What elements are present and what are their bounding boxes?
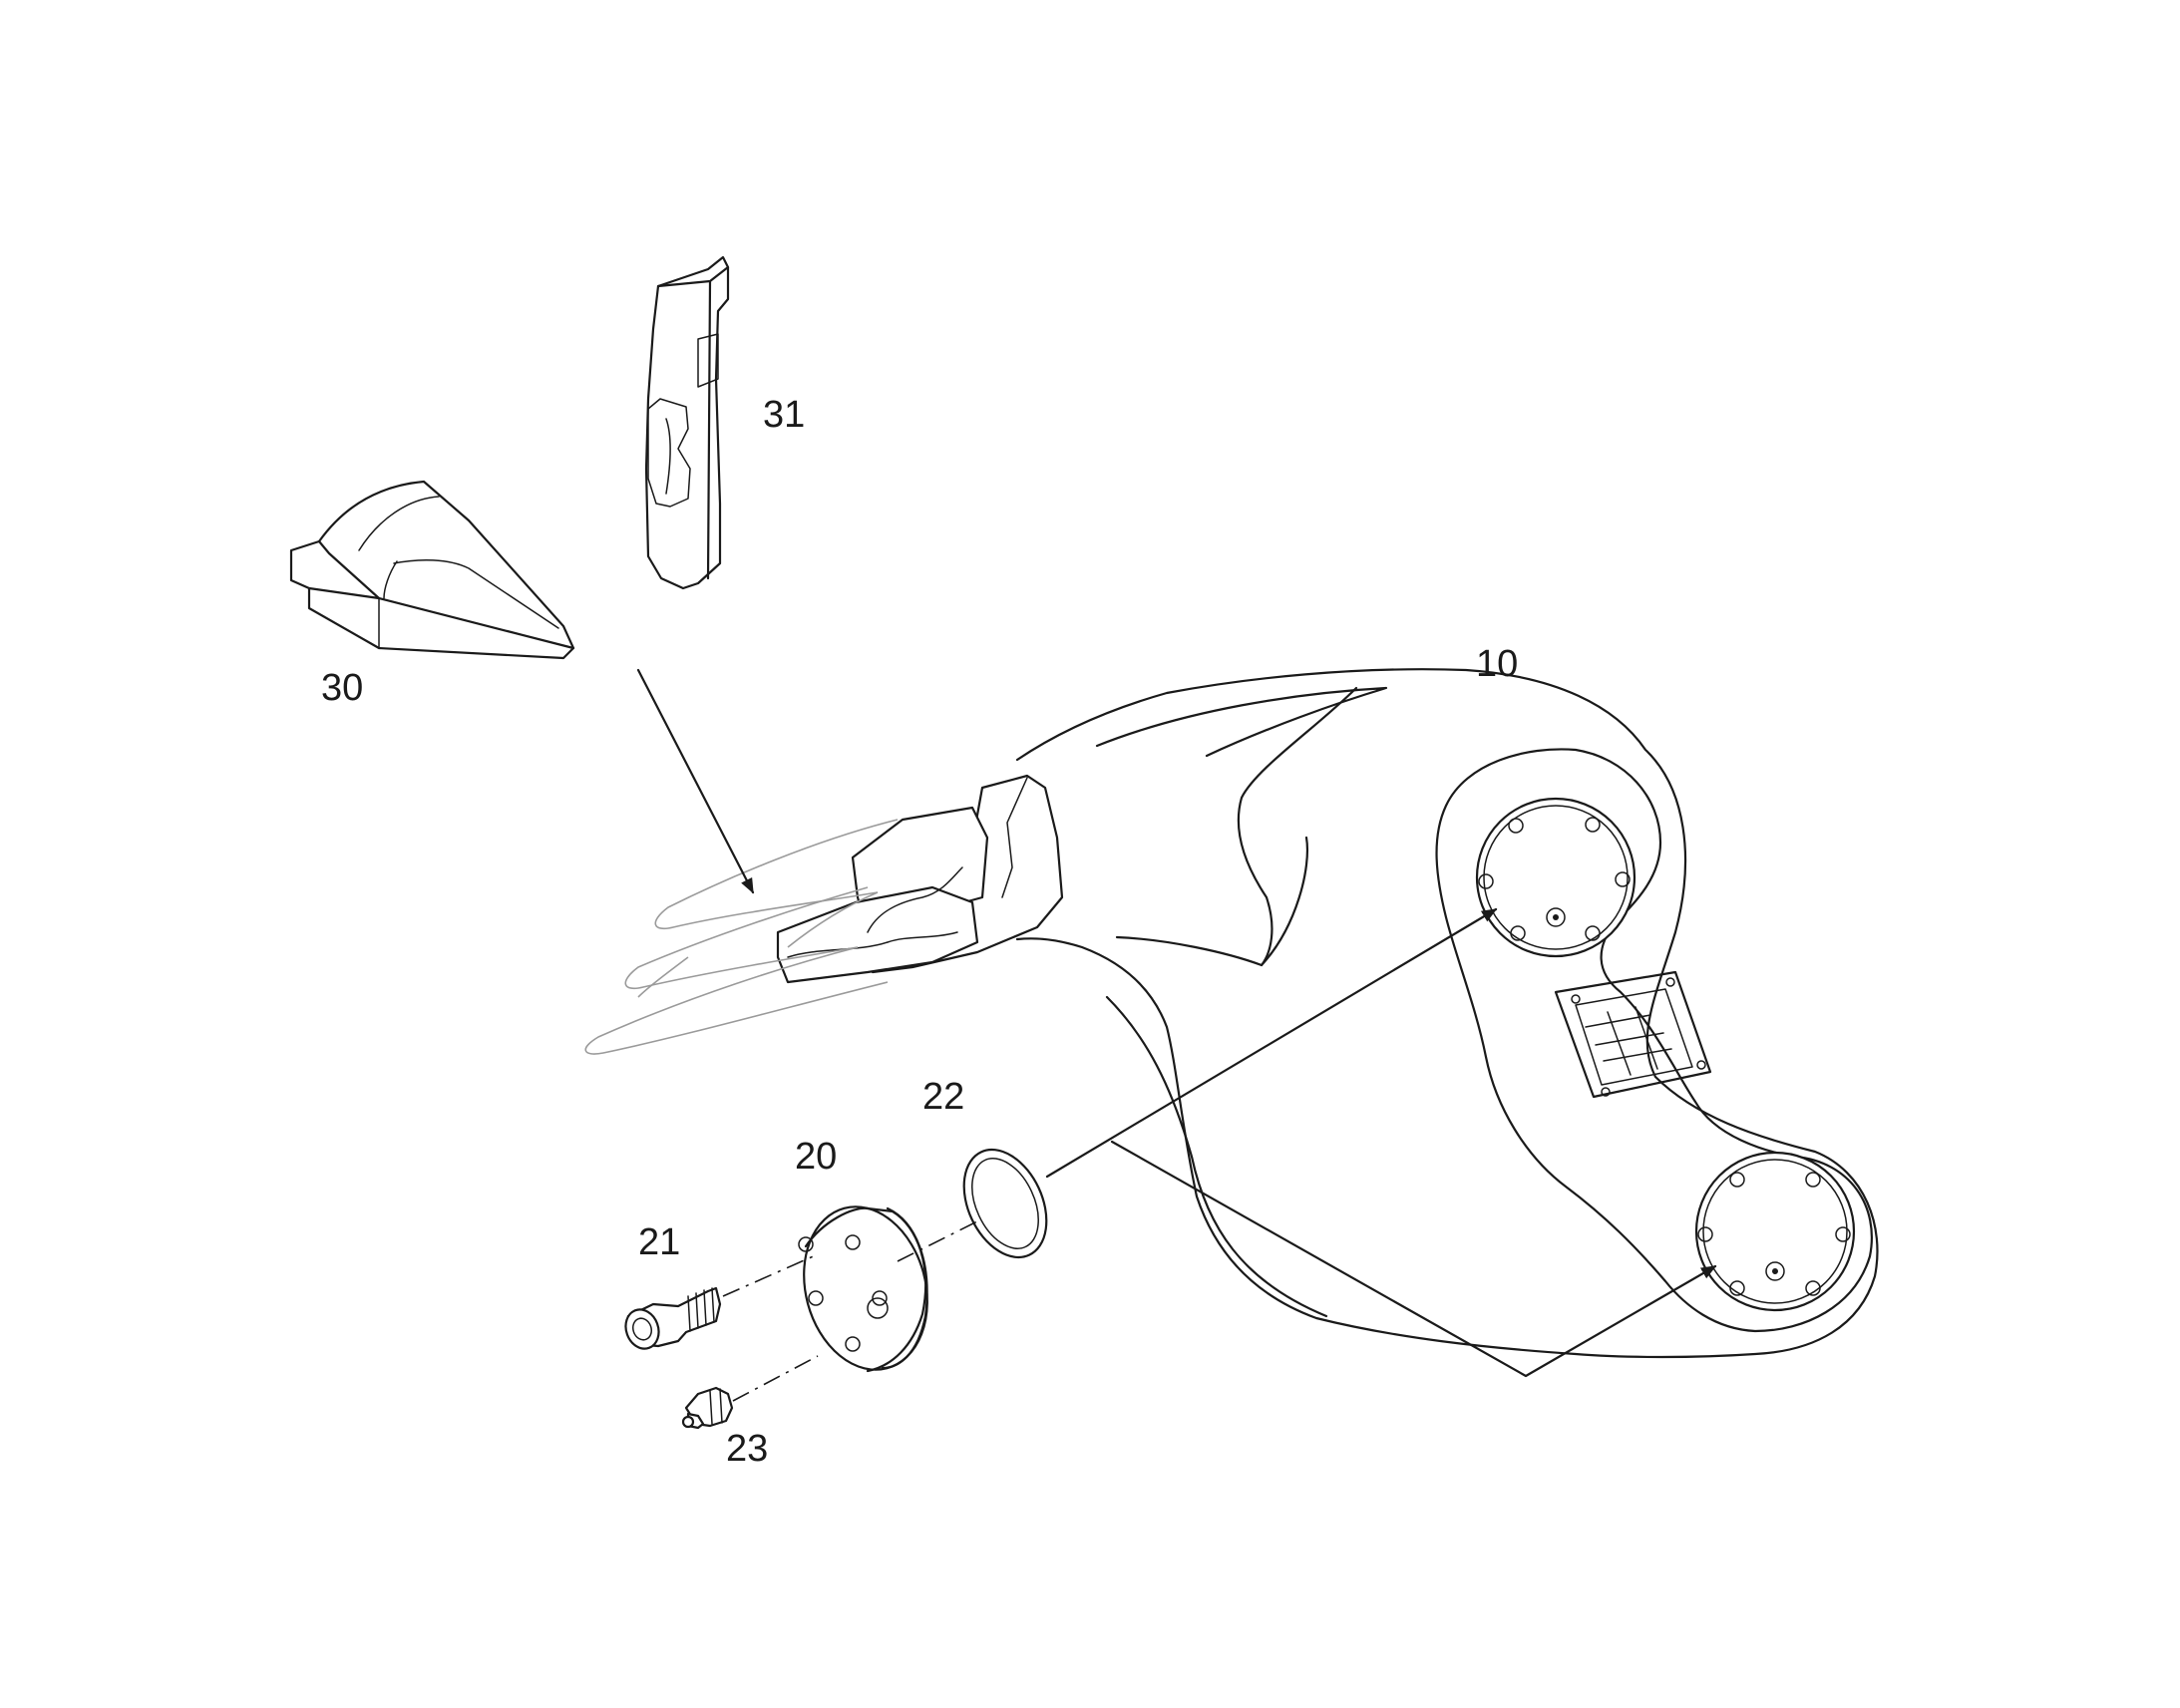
part-10-bucket-arm	[1015, 668, 1879, 1359]
callout-31: 31	[763, 394, 805, 436]
part-23-grease-nipple	[681, 1386, 734, 1430]
callout-21: 21	[638, 1221, 680, 1263]
callout-20: 20	[795, 1136, 837, 1178]
assembly-centerlines	[722, 1220, 978, 1402]
callout-labels: 10 31 30 22 20 21 23	[321, 394, 1518, 1470]
id-plate	[1554, 970, 1712, 1099]
part-21-cap-screw	[624, 1286, 722, 1350]
callout-22: 22	[922, 1076, 964, 1118]
part-30-tooth-tip	[289, 480, 575, 660]
assembly-arrows	[636, 668, 1717, 1378]
tooth-adapter	[776, 774, 1064, 984]
lower-pivot-disc	[1694, 1151, 1856, 1312]
ghost-tooth-outlines	[584, 819, 899, 1055]
callout-23: 23	[726, 1428, 768, 1470]
callout-10: 10	[1476, 643, 1518, 685]
callout-30: 30	[321, 667, 363, 709]
part-22-o-ring	[962, 1148, 1048, 1259]
upper-pivot-disc	[1475, 797, 1636, 958]
part-20-cover-plate	[798, 1205, 928, 1373]
part-31-retainer-pin	[644, 255, 730, 590]
